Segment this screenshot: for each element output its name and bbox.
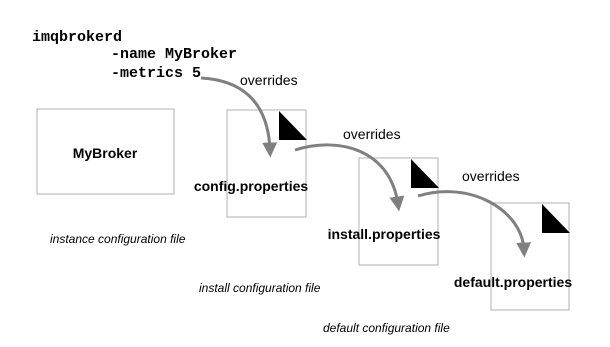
override-arrow-3 [417, 190, 532, 258]
command-line-metrics: -metrics 5 [111, 65, 201, 82]
broker-box-outline [36, 108, 175, 195]
config-properties-caption: instance configuration file [50, 232, 186, 246]
install-properties-document: install.properties install configuration… [199, 157, 441, 295]
install-document-fold-icon [411, 159, 439, 188]
default-document-outline [490, 202, 570, 311]
overrides-label-3: overrides [462, 168, 520, 184]
override-arrow-1 [200, 76, 278, 158]
config-document-fold-icon [279, 111, 307, 140]
override-arrows [200, 76, 532, 258]
broker-box-label: MyBroker [73, 145, 138, 161]
default-properties-document: default.properties default configuration… [323, 202, 572, 335]
config-properties-label: config.properties [194, 178, 309, 194]
command-block: imqbrokerd -name MyBroker -metrics 5 [32, 29, 237, 82]
install-properties-label: install.properties [328, 226, 441, 242]
broker-box: MyBroker [36, 108, 175, 195]
overrides-label-2: overrides [343, 126, 401, 142]
override-labels: overrides overrides overrides [240, 72, 520, 184]
command-line-imqbrokerd: imqbrokerd [32, 29, 122, 46]
overrides-label-1: overrides [240, 72, 298, 88]
default-properties-caption: default configuration file [323, 321, 450, 335]
default-properties-label: default.properties [454, 274, 572, 290]
command-line-name: -name MyBroker [111, 46, 237, 63]
default-document-fold-icon [542, 204, 570, 233]
install-properties-caption: install configuration file [199, 281, 321, 295]
override-arrow-2 [294, 143, 405, 212]
install-document-outline [358, 157, 439, 266]
